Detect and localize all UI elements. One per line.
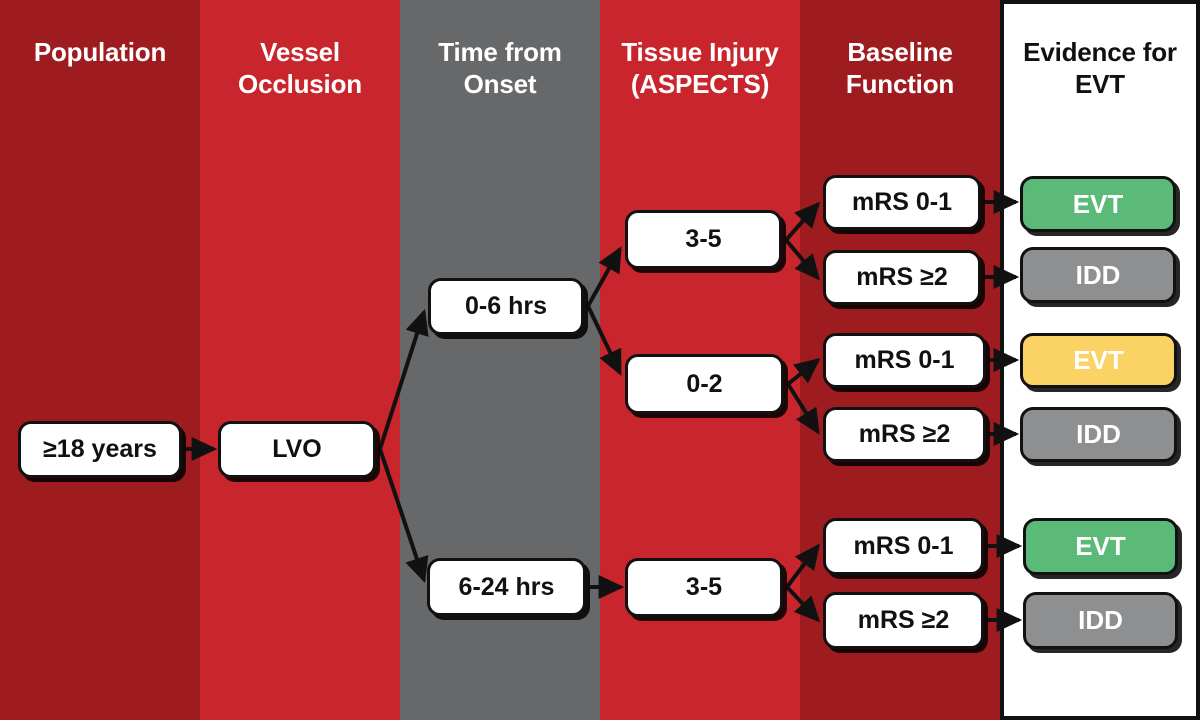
column-header-baseline-line1: Baseline: [847, 37, 953, 67]
node-evidence-a-idd[interactable]: IDD: [1020, 247, 1176, 303]
node-mrs-c-high[interactable]: mRS ≥2: [823, 592, 984, 649]
node-time-0-6-hrs[interactable]: 0-6 hrs: [428, 278, 584, 335]
node-mrs-b-high[interactable]: mRS ≥2: [823, 407, 986, 462]
node-mrs-a-low[interactable]: mRS 0-1: [823, 175, 981, 230]
node-time-6-24-hrs[interactable]: 6-24 hrs: [427, 558, 586, 616]
node-mrs-a-high[interactable]: mRS ≥2: [823, 250, 981, 305]
node-aspects-mid-0-2[interactable]: 0-2: [625, 354, 784, 414]
column-header-time-line1: Time from: [438, 37, 562, 67]
node-evidence-b-idd[interactable]: IDD: [1020, 407, 1177, 462]
node-vessel-lvo[interactable]: LVO: [218, 421, 376, 478]
node-mrs-b-low[interactable]: mRS 0-1: [823, 333, 986, 388]
column-band-vessel-occlusion: [200, 0, 400, 720]
column-header-population: Population: [0, 36, 200, 68]
column-header-evidence-line1: Evidence for: [1023, 37, 1177, 67]
node-aspects-top-3-5[interactable]: 3-5: [625, 210, 782, 269]
column-header-evidence-line2: EVT: [1075, 69, 1125, 100]
column-header-population-line1: Population: [33, 37, 167, 67]
column-header-tissue-injury: Tissue Injury (ASPECTS): [600, 36, 800, 100]
node-evidence-c-evt[interactable]: EVT: [1023, 518, 1178, 575]
node-aspects-bottom-3-5[interactable]: 3-5: [625, 558, 783, 617]
column-header-time-from-onset: Time from Onset: [400, 36, 600, 100]
column-header-tissue-line1: Tissue Injury: [621, 37, 779, 67]
column-header-evidence-for-evt: Evidence for EVT: [1000, 36, 1200, 100]
node-population-age[interactable]: ≥18 years: [18, 421, 182, 478]
column-header-vessel-occlusion: Vessel Occlusion: [200, 36, 400, 100]
column-header-time-line2: Onset: [463, 69, 537, 100]
node-evidence-b-evt[interactable]: EVT: [1020, 333, 1177, 388]
node-evidence-a-evt[interactable]: EVT: [1020, 176, 1176, 232]
node-mrs-c-low[interactable]: mRS 0-1: [823, 518, 984, 575]
column-header-vessel-line1: Vessel: [260, 37, 340, 67]
column-header-baseline-function: Baseline Function: [800, 36, 1000, 100]
node-evidence-c-idd[interactable]: IDD: [1023, 592, 1178, 649]
column-header-vessel-line2: Occlusion: [238, 69, 362, 100]
column-header-baseline-line2: Function: [845, 69, 955, 100]
column-header-tissue-line2: (ASPECTS): [630, 69, 770, 100]
column-band-population: [0, 0, 200, 720]
